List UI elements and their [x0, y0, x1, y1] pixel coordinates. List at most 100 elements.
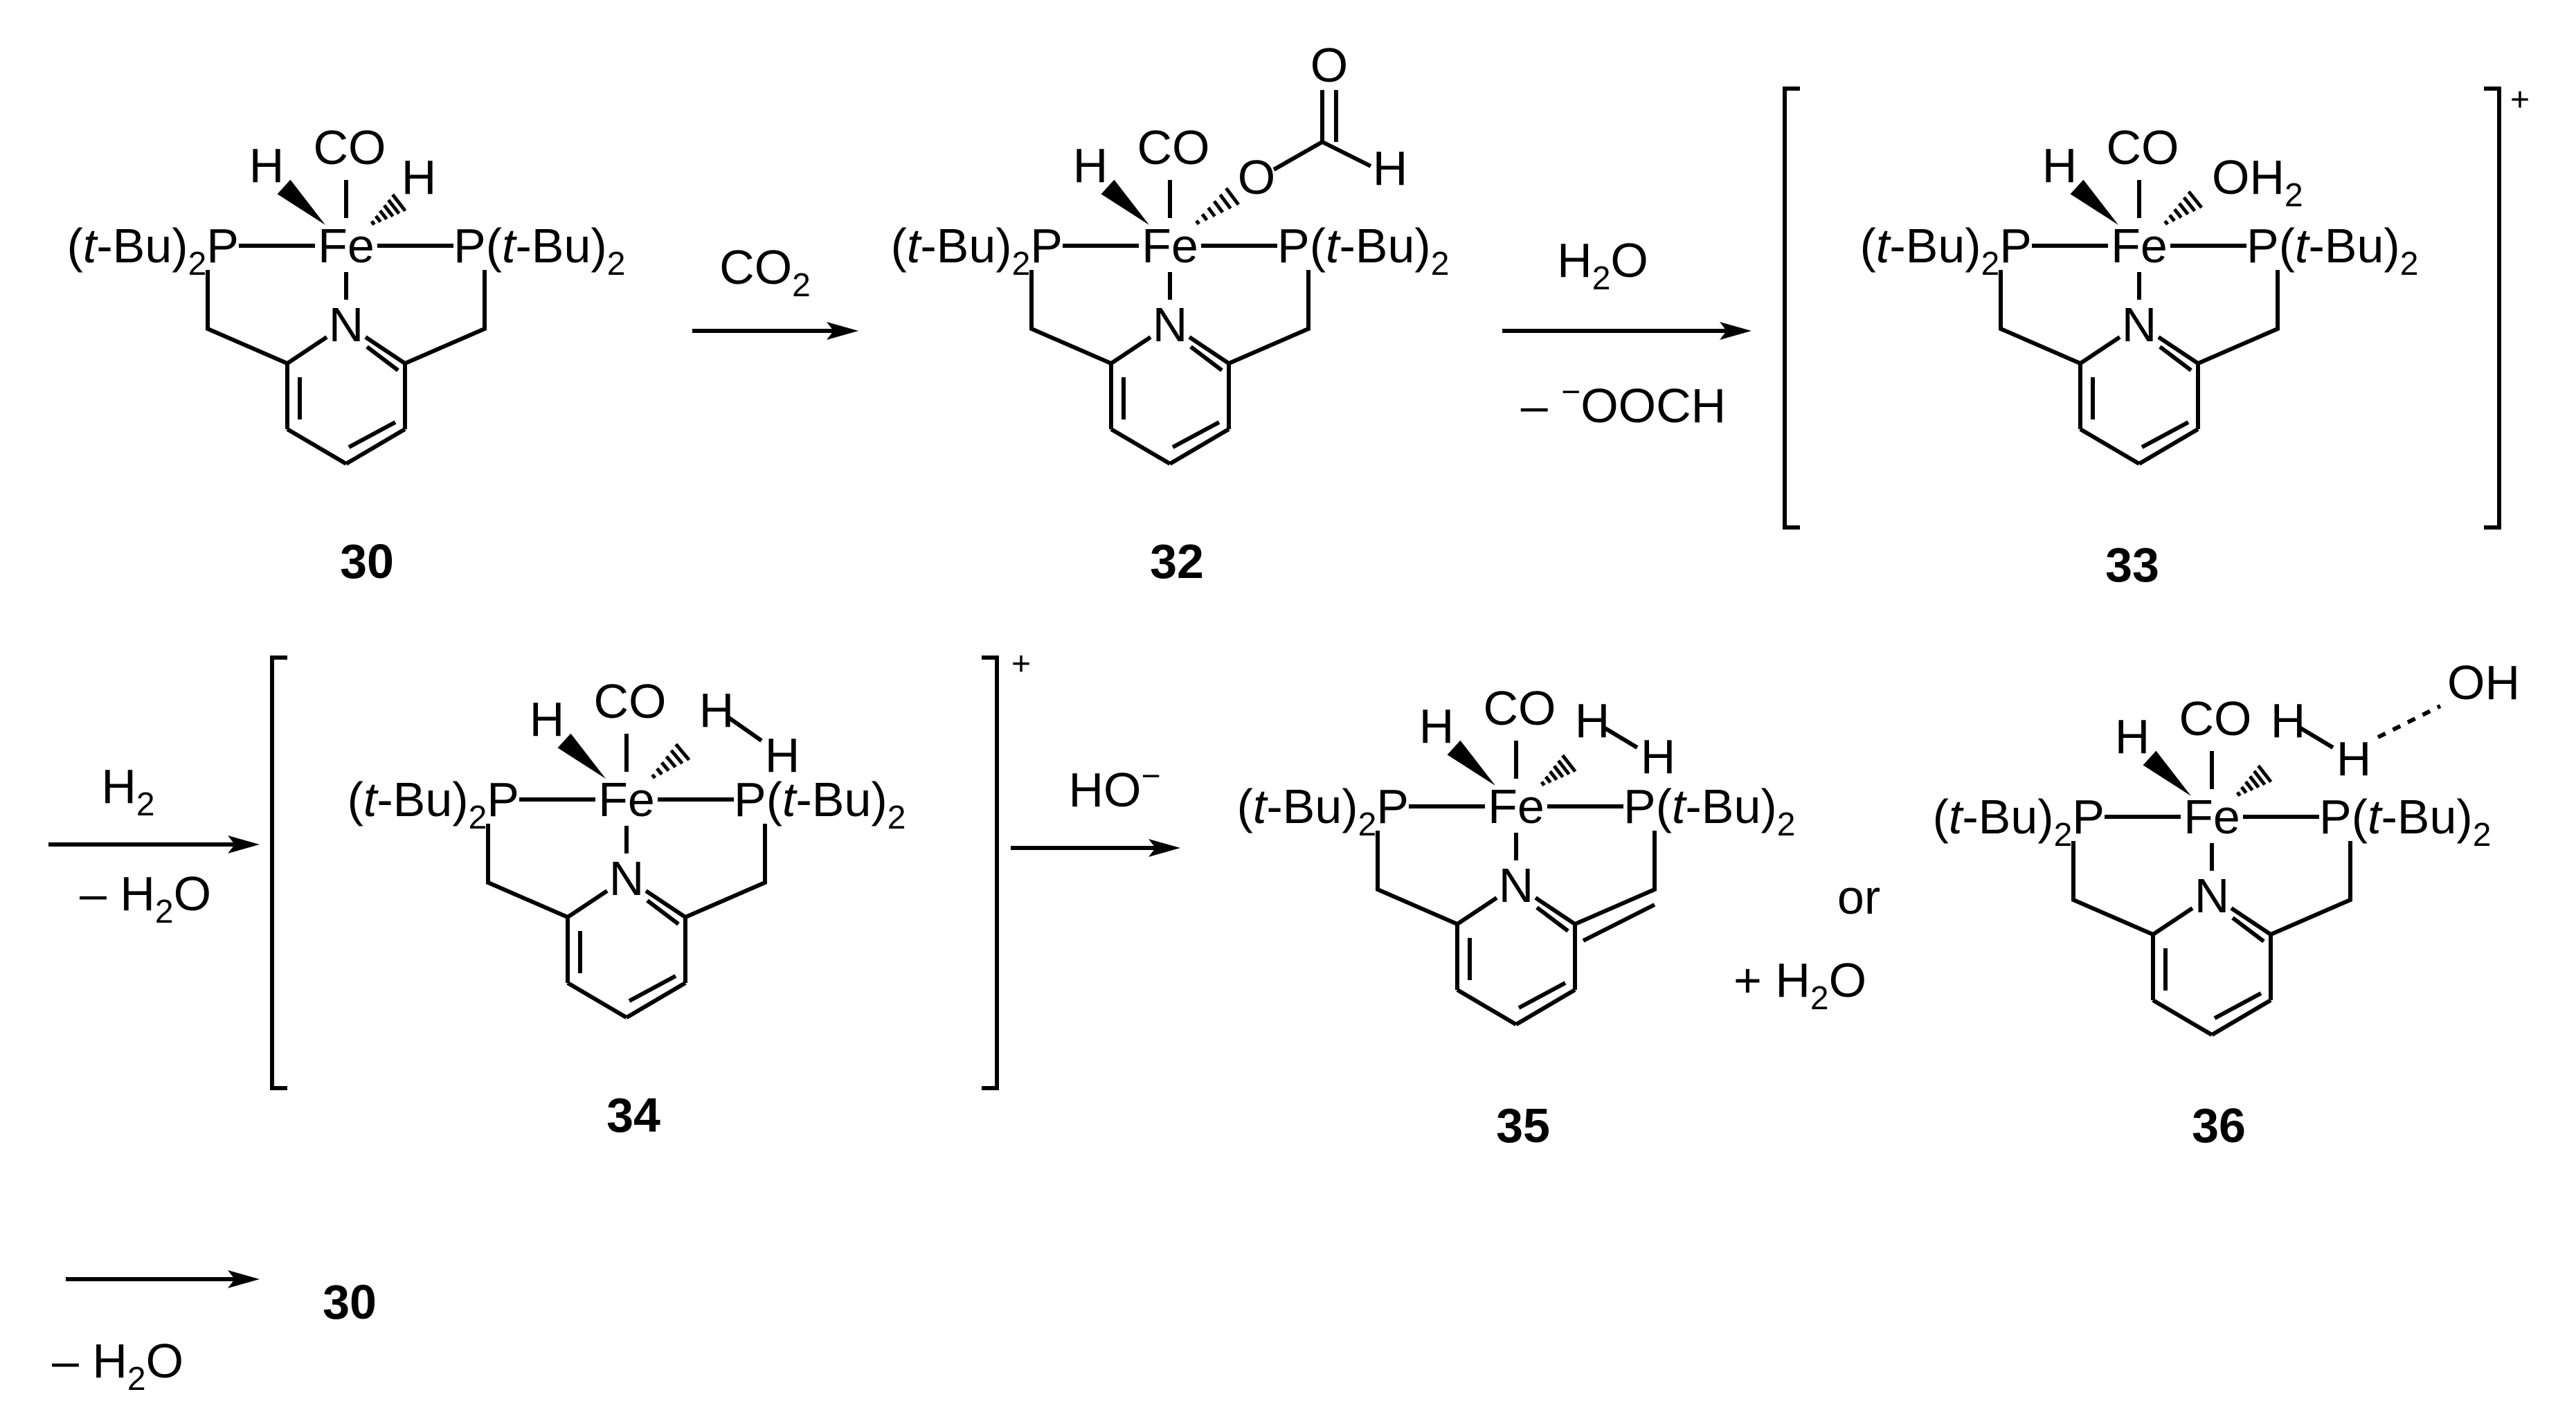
ch2-arm-left [2071, 841, 2154, 937]
arrow-head [228, 1270, 260, 1288]
arrow-head [1149, 839, 1180, 857]
co-label: CO [2106, 120, 2179, 174]
bond [1515, 988, 1576, 1027]
bracket-right [982, 656, 999, 1090]
hash-segment [1218, 193, 1232, 210]
or-label: or [1837, 870, 1880, 924]
compound-number-36: 36 [2192, 1099, 2246, 1153]
pyridine-n-label: N [2122, 298, 2157, 352]
bond [2079, 427, 2141, 466]
pyridine-n-label: N [1499, 858, 1534, 912]
dihydrogen-h2-label: H [765, 728, 800, 782]
arrow-head [228, 835, 260, 853]
pyridine-n-label: N [2195, 869, 2230, 923]
ch2-arm-right [2197, 270, 2280, 365]
arrow-head [1720, 322, 1751, 340]
phosphine-right-label: P(t-Bu)2 [1277, 219, 1449, 282]
hash-segment [2187, 190, 2204, 209]
pyridine-ring [566, 889, 687, 1020]
pyridine-ring [2078, 335, 2200, 466]
hash-segment [2168, 214, 2176, 222]
phosphine-left-label: (t-Bu)2P [891, 219, 1063, 282]
bond [364, 335, 406, 365]
hash-segment [2163, 219, 2170, 226]
final-product-number: 30 [323, 1275, 377, 1329]
step-4-reagent: HO− [1068, 758, 1160, 817]
h-h-interaction [1601, 725, 1639, 750]
hydride-wedge [1447, 740, 1495, 786]
hash-segment [378, 209, 388, 221]
hash-segment [2235, 791, 2242, 797]
hydride-wedge [557, 733, 606, 779]
bond [1534, 896, 1576, 926]
phosphine-left-label: (t-Bu)2P [67, 219, 239, 282]
hash-segment [391, 193, 407, 213]
step-5-byproduct: – H2O [52, 1334, 183, 1398]
hydride-label: H [1419, 699, 1454, 753]
compound-number-34: 34 [606, 1088, 660, 1142]
pyridine-n-label: N [609, 851, 645, 905]
ch2-arm-left [206, 270, 289, 365]
hydride-2-label: H [402, 150, 437, 204]
fe-label: Fe [1488, 779, 1544, 833]
bond [2138, 427, 2199, 466]
c-h-bond [1321, 140, 1372, 168]
water-byproduct: + H2O [1733, 953, 1866, 1017]
co-label: CO [593, 674, 666, 728]
ch2-arm-right [684, 824, 767, 919]
bond [566, 981, 628, 1020]
pyridine-n-label: N [329, 298, 364, 352]
hydroxide-label: OH [2447, 656, 2520, 709]
hydride-label: H [2115, 709, 2150, 763]
phosphine-left-label: (t-Bu)2P [348, 772, 519, 836]
pyridine-ring [1109, 335, 1231, 466]
step-3-reagent: H2 [101, 759, 154, 823]
phosphine-right-label: P(t-Bu)2 [1623, 779, 1795, 843]
compound-number-33: 33 [2105, 538, 2159, 592]
dihydrogen-h1-label: H [2271, 694, 2306, 748]
h-h-bond [726, 714, 763, 743]
hydride-wedge [2143, 750, 2191, 796]
ch2-arm-right [2269, 841, 2352, 937]
hydride-wedge [277, 179, 325, 225]
formate-carbonyl-o-label: O [1310, 38, 1348, 92]
double-bond-inner [2141, 420, 2190, 449]
phosphine-left-label: (t-Bu)2P [1237, 779, 1409, 843]
hash-segment [370, 220, 376, 226]
hash-segment [1544, 775, 1552, 784]
hash-segment [2177, 202, 2190, 216]
hash-segment [665, 755, 677, 768]
hashed-bond-upper-right [1195, 187, 1240, 226]
step-3: H2 – H2O [48, 759, 260, 930]
double-bond-inner [2213, 991, 2262, 1020]
hash-segment [2249, 775, 2260, 789]
pyridine-ring [1455, 896, 1577, 1027]
co-label: CO [313, 120, 386, 174]
co-label: CO [2179, 692, 2251, 745]
hash-segment [2240, 786, 2248, 795]
hydride-wedge [2070, 179, 2118, 225]
co-label: CO [1137, 120, 1209, 174]
phosphine-right-label: P(t-Bu)2 [453, 219, 625, 282]
exocyclic-double-bond [1582, 903, 1656, 943]
step-1: CO2 [692, 240, 858, 340]
compound-number-35: 35 [1496, 1099, 1550, 1153]
hydride-label: H [2042, 138, 2078, 192]
step-3-arrow [48, 835, 260, 853]
o-c-bond [1272, 140, 1324, 172]
double-bond-inner [1171, 420, 1221, 449]
hash-segment [1212, 200, 1225, 214]
hydrogen-bond-dashed [2377, 704, 2442, 739]
bracket-left [270, 656, 287, 1090]
charge-33: + [2510, 82, 2530, 118]
charge-34: + [1011, 646, 1031, 683]
pyridine-ring [2151, 906, 2273, 1037]
hash-segment [374, 215, 382, 224]
hash-segment [383, 204, 395, 218]
formate-h-label: H [1373, 141, 1408, 195]
step-5-arrow [66, 1270, 260, 1288]
step-3-byproduct: – H2O [80, 867, 211, 930]
bond [2230, 906, 2272, 937]
